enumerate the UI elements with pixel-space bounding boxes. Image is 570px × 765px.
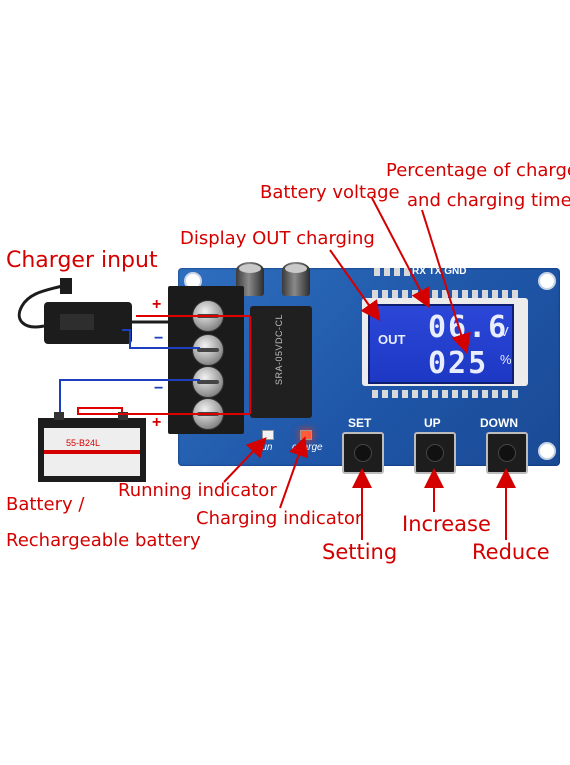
- label-percentage-line1: Percentage of charge: [386, 160, 570, 181]
- charge-led: [300, 430, 312, 440]
- plus-sign: +: [152, 296, 162, 313]
- label-battery-line1: Battery /: [6, 494, 85, 515]
- set-button-label: SET: [348, 416, 372, 430]
- charger-adapter: [17, 278, 170, 344]
- lcd-out-indicator: OUT: [378, 332, 406, 347]
- minus-sign: −: [154, 380, 164, 397]
- battery: 55-B24L: [38, 412, 146, 482]
- label-charger-input: Charger input: [6, 248, 158, 273]
- lcd-top-pins: [372, 290, 522, 298]
- label-reduce: Reduce: [472, 540, 550, 564]
- label-setting: Setting: [322, 540, 398, 564]
- terminal-screw[interactable]: [192, 334, 224, 366]
- lcd-voltage-value: 06.6: [428, 310, 509, 345]
- capacitor: [282, 262, 310, 296]
- plus-sign: +: [152, 414, 162, 431]
- lcd-bottom-pins: [372, 390, 522, 398]
- charge-silk-label: charge: [292, 442, 323, 453]
- terminal-screw[interactable]: [192, 300, 224, 332]
- minus-sign: −: [154, 330, 164, 347]
- lcd-screen: OUT 06.6 V 025 %: [368, 304, 514, 384]
- terminal-screw[interactable]: [192, 398, 224, 430]
- up-button-label: UP: [424, 416, 441, 430]
- label-battery-voltage: Battery voltage: [260, 182, 400, 203]
- battery-model-text: 55-B24L: [66, 438, 100, 448]
- run-led: [262, 430, 274, 440]
- terminal-screw[interactable]: [192, 366, 224, 398]
- label-increase: Increase: [402, 512, 491, 536]
- relay-label: SRA-05VDC-CL: [274, 314, 284, 386]
- lcd-voltage-unit: V: [500, 324, 509, 339]
- header-label: RX TX GND: [412, 266, 467, 277]
- down-button-label: DOWN: [480, 416, 518, 430]
- lcd-percent-unit: %: [500, 352, 512, 367]
- set-button[interactable]: [342, 432, 384, 474]
- mounting-hole: [538, 272, 556, 290]
- label-display-out: Display OUT charging: [180, 228, 375, 249]
- mounting-hole: [538, 442, 556, 460]
- lcd-percent-value: 025: [428, 346, 489, 381]
- relay: SRA-05VDC-CL: [250, 306, 312, 418]
- label-charging-indicator: Charging indicator: [196, 508, 363, 529]
- lcd-module: OUT 06.6 V 025 %: [362, 298, 528, 386]
- down-button[interactable]: [486, 432, 528, 474]
- up-button[interactable]: [414, 432, 456, 474]
- header-pins: [374, 268, 414, 276]
- label-running-indicator: Running indicator: [118, 480, 277, 501]
- label-percentage-line2: and charging time: [407, 190, 570, 211]
- run-silk-label: run: [258, 442, 273, 453]
- label-battery-line2: Rechargeable battery: [6, 530, 201, 551]
